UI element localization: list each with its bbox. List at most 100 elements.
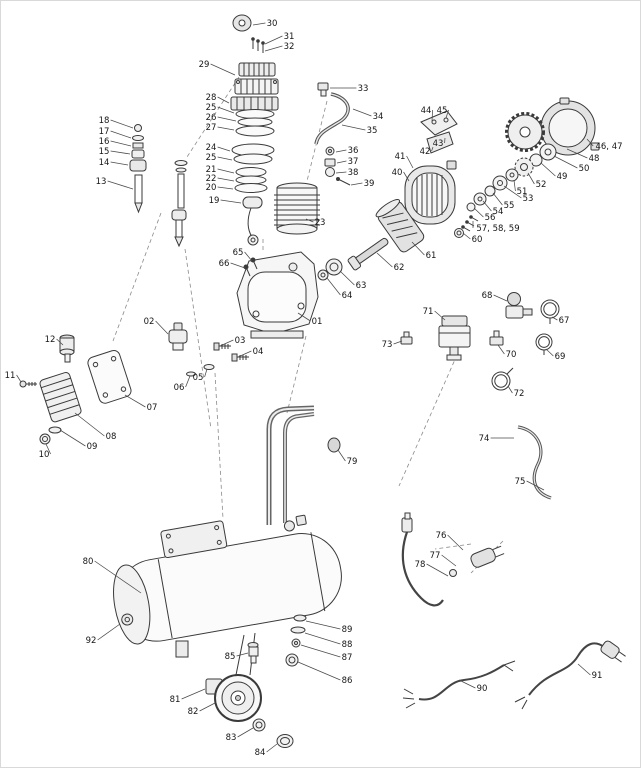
part-label-13: 13	[96, 177, 107, 187]
part-label-62: 62	[394, 263, 405, 273]
tank-leg	[175, 640, 189, 658]
pressure-gauge	[491, 367, 514, 391]
part-label-89: 89	[342, 625, 353, 635]
part-label-28: 28	[206, 93, 217, 103]
plug	[470, 545, 505, 568]
leader-line-23	[305, 218, 314, 223]
head-gasket-stack	[231, 109, 275, 165]
leader-line-22	[217, 177, 235, 182]
part-label-18: 18	[99, 116, 110, 126]
part-label-29: 29	[199, 60, 210, 70]
bearing-washer-set	[466, 143, 557, 212]
part-label-25: 25	[206, 103, 217, 113]
screw	[19, 380, 37, 388]
leader-line-30	[252, 22, 266, 26]
leader-line-62	[376, 252, 393, 268]
leader-line-04	[237, 350, 252, 358]
part-label-19: 19	[209, 196, 220, 206]
part-label-77: 77	[430, 551, 441, 561]
part-label-72: 72	[514, 389, 525, 399]
part-label-46-47: 46, 47	[595, 142, 622, 152]
part-label-49: 49	[557, 172, 568, 182]
leader-line-77	[441, 554, 457, 567]
part-label-27: 27	[206, 123, 217, 133]
hub-cap	[276, 734, 294, 748]
part-label-52: 52	[536, 180, 547, 190]
part-label-37: 37	[348, 157, 359, 167]
part-label-85: 85	[225, 652, 236, 662]
part-label-50: 50	[579, 164, 590, 174]
part-label-44: 44	[421, 106, 432, 116]
part-label-23: 23	[315, 218, 326, 228]
muffler-washer	[48, 426, 62, 434]
part-label-55: 55	[504, 201, 515, 211]
leader-line-28	[217, 96, 230, 104]
leader-line-86	[297, 661, 341, 681]
part-label-78: 78	[415, 560, 426, 570]
tank-port	[283, 520, 295, 532]
part-label-54: 54	[493, 207, 504, 217]
part-label-53: 53	[523, 194, 534, 204]
cylinder	[274, 182, 320, 235]
part-label-82: 82	[188, 707, 199, 717]
handle-grip-plug	[327, 437, 341, 453]
part-label-63: 63	[356, 281, 367, 291]
leader-line-55	[492, 192, 503, 206]
elbow-fitting	[317, 82, 329, 97]
part-label-67: 67	[559, 316, 570, 326]
leader-line-12	[56, 338, 64, 346]
leader-line-75	[526, 480, 545, 491]
leader-line-26	[217, 116, 237, 122]
leader-line-78	[426, 563, 449, 577]
part-label-70: 70	[506, 350, 517, 360]
leader-line-69	[545, 348, 554, 357]
part-label-68: 68	[482, 291, 493, 301]
part-label-38: 38	[348, 168, 359, 178]
part-label-90: 90	[477, 684, 488, 694]
leader-line-11	[16, 374, 22, 383]
part-label-45: 45	[437, 106, 448, 116]
part-label-06: 06	[174, 383, 185, 393]
leader-line-31	[264, 35, 283, 45]
leader-line-34	[352, 108, 372, 117]
part-label-33: 33	[358, 84, 369, 94]
part-label-21: 21	[206, 165, 217, 175]
leader-line-71	[434, 310, 446, 321]
regulator	[505, 292, 533, 319]
leader-line-37	[336, 160, 347, 164]
part-label-22: 22	[206, 174, 217, 184]
leader-line-54	[482, 200, 492, 212]
head-screws	[251, 37, 265, 53]
leader-line-68	[493, 294, 508, 302]
valve-fitting	[168, 322, 188, 351]
bearing-washer	[317, 269, 329, 281]
leader-line-45	[445, 109, 449, 119]
leader-line-02	[155, 320, 169, 335]
part-label-16: 16	[99, 137, 110, 147]
part-label-30: 30	[267, 19, 278, 29]
leader-line-64	[326, 277, 341, 296]
part-label-51: 51	[517, 187, 528, 197]
leader-line-89	[305, 620, 341, 630]
leader-line-10	[45, 443, 51, 455]
part-label-65: 65	[233, 248, 244, 258]
check-valve-parts	[324, 146, 351, 186]
part-label-04: 04	[253, 347, 264, 357]
leader-line-03	[219, 339, 234, 347]
pump-platform	[160, 520, 228, 559]
leader-line-17	[110, 130, 132, 139]
part-number-callouts: 3031322933282526273435181716151413242521…	[5, 19, 623, 758]
piston-rings	[234, 167, 268, 193]
part-label-42: 42	[420, 147, 431, 157]
cross-fitting	[489, 330, 504, 346]
part-label-26: 26	[206, 113, 217, 123]
part-label-11: 11	[5, 371, 16, 381]
power-cord-with-plug	[514, 640, 626, 710]
part-label-20: 20	[206, 183, 217, 193]
leader-line-79	[337, 449, 346, 462]
leader-line-15	[110, 150, 131, 155]
leader-line-06	[185, 375, 191, 388]
leader-line-07	[124, 394, 146, 408]
crankcase-screws	[243, 257, 258, 277]
discharge-tube	[314, 92, 350, 145]
